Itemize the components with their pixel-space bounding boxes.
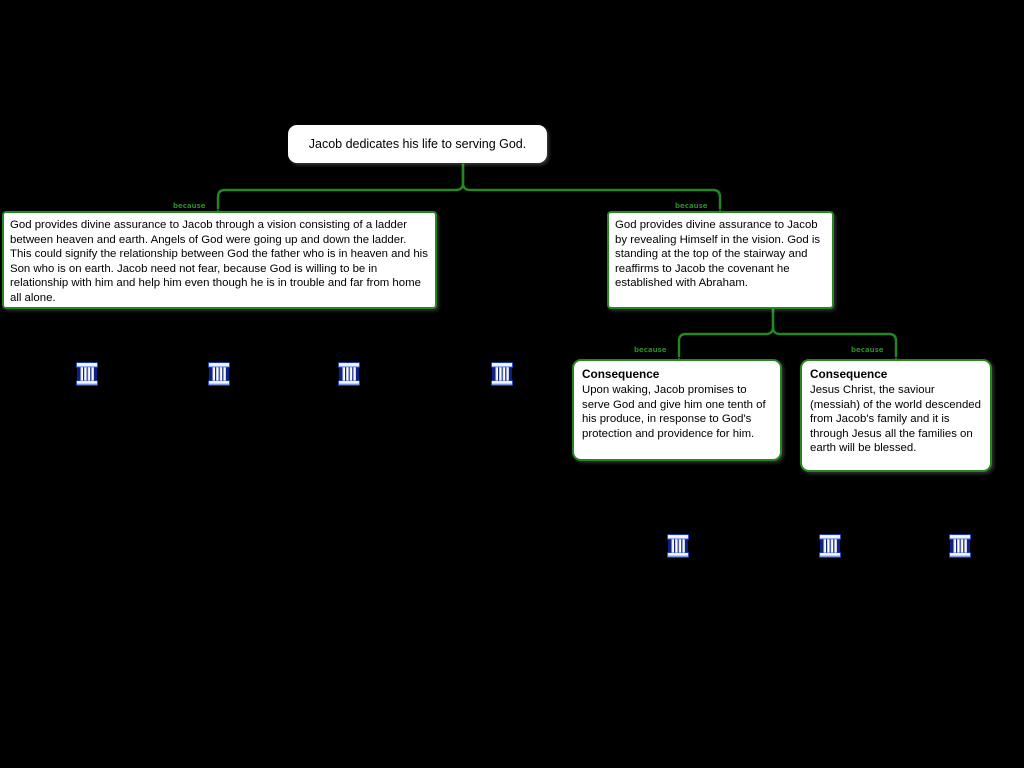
pillar-icon[interactable] (947, 531, 973, 561)
edge-reason-to-consequence-left (674, 299, 778, 365)
pillar-icon[interactable] (336, 359, 362, 389)
reason-node-right-text: God provides divine assurance to Jacob b… (615, 219, 821, 290)
edge-label-consequence-right: because (851, 346, 884, 354)
edge-root-to-reason-left (213, 156, 468, 217)
pillar-icon[interactable] (206, 359, 232, 389)
root-node[interactable]: Jacob dedicates his life to serving God. (288, 125, 547, 163)
pillar-icon[interactable] (665, 531, 691, 561)
edge-label-consequence-left: because (634, 346, 667, 354)
consequence-node-right[interactable]: Consequence Jesus Christ, the saviour (m… (800, 359, 992, 472)
root-node-text: Jacob dedicates his life to serving God. (308, 137, 527, 151)
pillar-icon[interactable] (817, 531, 843, 561)
consequence-node-left-text: Upon waking, Jacob promises to serve God… (582, 384, 766, 440)
pillar-icon[interactable] (489, 359, 515, 389)
reason-node-right[interactable]: God provides divine assurance to Jacob b… (607, 211, 834, 309)
edge-label-reason-right: because (675, 202, 708, 210)
reason-node-left-text: God provides divine assurance to Jacob t… (10, 219, 428, 304)
edge-label-reason-left: because (173, 202, 206, 210)
reason-node-left[interactable]: God provides divine assurance to Jacob t… (2, 211, 437, 309)
consequence-node-left-title: Consequence (582, 367, 660, 381)
consequence-node-right-text: Jesus Christ, the saviour (messiah) of t… (810, 384, 981, 455)
consequence-node-left[interactable]: Consequence Upon waking, Jacob promises … (572, 359, 782, 461)
consequence-node-right-title: Consequence (810, 367, 888, 381)
pillar-icon[interactable] (74, 359, 100, 389)
